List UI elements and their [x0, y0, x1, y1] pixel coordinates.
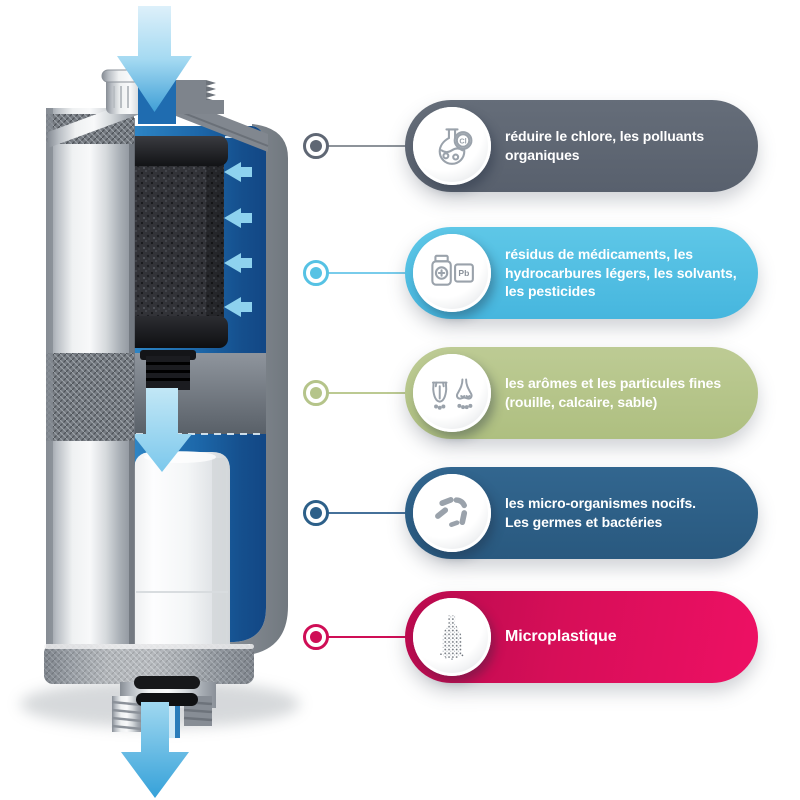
pill-microplastique: Microplastique: [405, 591, 758, 683]
connector-line: [317, 145, 421, 147]
pill-chlorine: Cl réduire le chlore, les polluants orga…: [405, 100, 758, 192]
pill-text: Microplastique: [505, 628, 617, 646]
pill-text: les micro-organismes nocifs. Les germes …: [505, 495, 696, 530]
inflow-arrows: [224, 162, 252, 317]
pill-text: réduire le chlore, les polluants organiq…: [505, 128, 705, 163]
chlorine-symbol: Cl: [459, 136, 466, 145]
bullet-marker: [303, 133, 329, 159]
bullet-dot: [310, 387, 322, 399]
shell-cut-edge: [150, 124, 288, 656]
medicine-bottle-lead-icon: Pb: [413, 234, 491, 312]
taste-smell-icon: [413, 354, 491, 432]
connector-line: [317, 272, 421, 274]
bullet-marker: [303, 260, 329, 286]
connector-line: [317, 512, 421, 514]
row-micro-organismes: les micro-organismes nocifs. Les germes …: [0, 467, 800, 559]
bullet-marker: [303, 500, 329, 526]
row-chlorine: Cl réduire le chlore, les polluants orga…: [0, 100, 800, 192]
lead-symbol: Pb: [458, 268, 469, 278]
connector-line: [317, 636, 421, 638]
row-aromes: les arômes et les particules fines (roui…: [0, 347, 800, 439]
row-medicaments: Pb résidus de médicaments, les hydrocarb…: [0, 227, 800, 319]
bacteria-icon: [413, 474, 491, 552]
bullet-dot: [310, 267, 322, 279]
plastic-bottle-particles-icon: [413, 598, 491, 676]
water-inlet-arrow: [117, 6, 192, 112]
bullet-dot: [310, 631, 322, 643]
pill-medicaments: Pb résidus de médicaments, les hydrocarb…: [405, 227, 758, 319]
pill-text: les arômes et les particules fines (roui…: [505, 375, 722, 410]
bullet-marker: [303, 624, 329, 650]
bullet-dot: [310, 140, 322, 152]
row-microplastique: Microplastique: [0, 591, 800, 683]
pill-micro-organismes: les micro-organismes nocifs. Les germes …: [405, 467, 758, 559]
pill-aromes: les arômes et les particules fines (roui…: [405, 347, 758, 439]
flask-chlorine-icon: Cl: [413, 107, 491, 185]
connector-stub: [140, 350, 196, 390]
ceramic-cartridge: [134, 451, 230, 648]
bottom-ring: [44, 644, 254, 684]
pill-text: résidus de médicaments, les hydrocarbure…: [505, 245, 737, 300]
water-outlet-arrow: [121, 702, 189, 798]
filter-cutaway-illustration: [20, 6, 300, 798]
bullet-dot: [310, 507, 322, 519]
bullet-marker: [303, 380, 329, 406]
mid-flow-arrow: [132, 388, 192, 472]
connector-line: [317, 392, 421, 394]
